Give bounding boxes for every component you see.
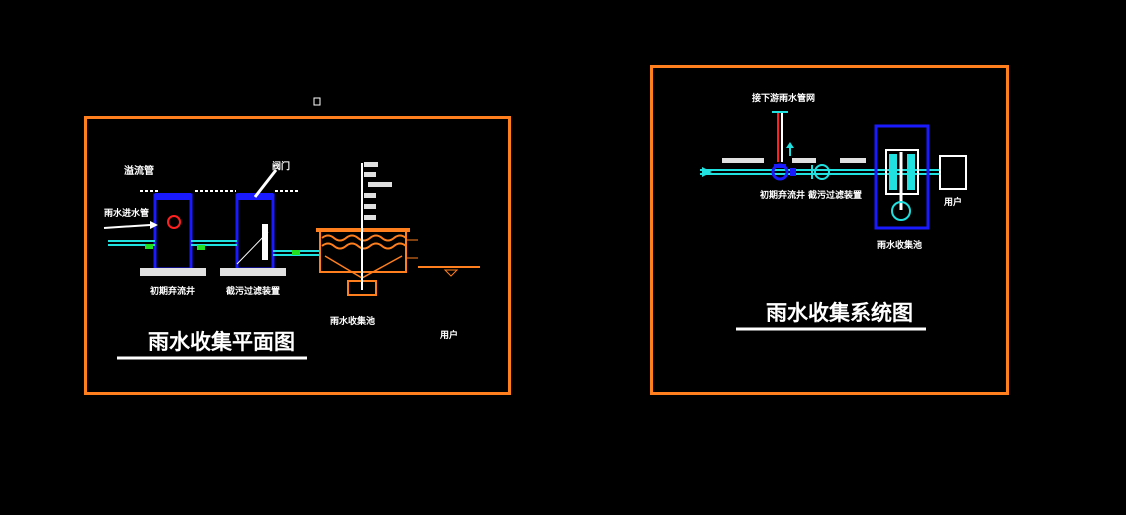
left-drawing-title: 雨水收集平面图 [148, 329, 295, 354]
right-user-label: 用户 [943, 196, 962, 208]
right-user-box [939, 155, 967, 190]
left-user-label: 用户 [439, 329, 458, 341]
right-well-1-label: 初期弃流井 [760, 189, 805, 201]
top-pipe-label: 接下游雨水管网 [752, 92, 815, 104]
left-tank-label: 雨水收集池 [330, 315, 375, 327]
right-tank-outline [874, 124, 930, 230]
right-tank-label: 雨水收集池 [877, 239, 922, 251]
right-system-diagram [700, 111, 967, 331]
valve-label: 阀门 [272, 160, 290, 172]
right-well-2-label: 截污过滤装置 [808, 189, 862, 201]
left-plan-diagram [103, 162, 480, 360]
stray-mark [313, 97, 321, 106]
left-well-2-label: 截污过滤装置 [226, 285, 280, 297]
well-1-outline [153, 193, 193, 271]
right-drawing-title: 雨水收集系统图 [766, 300, 913, 325]
left-drawing-frame [84, 116, 511, 395]
overflow-label: 溢流管 [124, 164, 154, 177]
valve-icon [167, 215, 181, 229]
inlet-pipe-label: 雨水进水管 [104, 207, 149, 219]
left-well-1-label: 初期弃流井 [150, 285, 195, 297]
right-drawing-frame [650, 65, 1009, 395]
